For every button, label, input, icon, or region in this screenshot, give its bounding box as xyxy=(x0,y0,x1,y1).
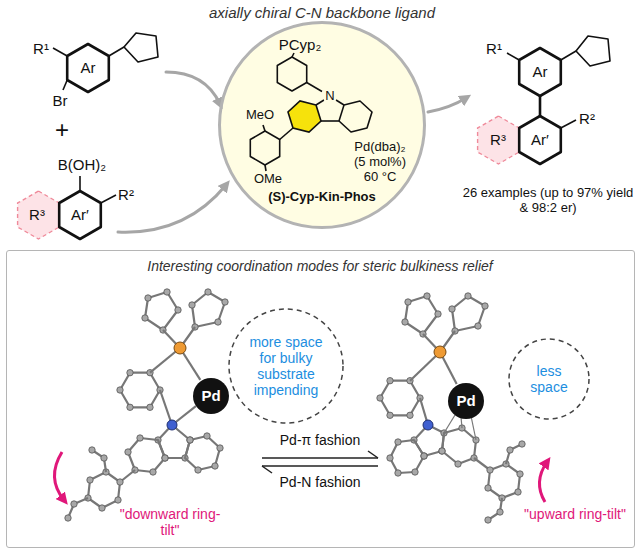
outline xyxy=(229,309,343,423)
ring-label: Ar xyxy=(533,63,548,80)
substituent-label: R² xyxy=(579,110,595,127)
substituent-label: R³ xyxy=(29,206,45,223)
equilibrium-label: Pd-N fashion xyxy=(280,474,361,490)
outline xyxy=(448,383,484,419)
methoxy-label: MeO xyxy=(246,108,274,123)
boronic-acid-label: B(OH)₂ xyxy=(58,156,106,173)
ring-label: Ar′ xyxy=(71,206,89,223)
substituent-label: R¹ xyxy=(33,40,49,57)
coordination-panel: Interesting coordination modes for steri… xyxy=(6,250,635,548)
equilibrium-label: Pd-π fashion xyxy=(280,432,360,448)
substituent-label: R² xyxy=(118,186,134,203)
phosphine-label: PCyp₂ xyxy=(279,36,322,53)
atom-symbol: Pd xyxy=(456,392,475,409)
space-circle: more space for bulky substrate impending xyxy=(228,308,344,424)
ring-label: Ar xyxy=(81,59,96,76)
atom-label: Br xyxy=(53,92,68,109)
figure-title: axially chiral C-N backbone ligand xyxy=(209,4,435,21)
tilt-note: "downward ring-tilt" xyxy=(115,506,225,538)
node-text: less space xyxy=(517,363,581,395)
tilt-note: "upward ring-tilt" xyxy=(520,506,630,522)
ligand-name: (S)-Cyp-Kin-Phos xyxy=(268,190,376,205)
catalyst-circle: (S)-Cyp-Kin-Phos Pd(dba)₂ (5 mol%) 60 °C xyxy=(218,21,426,229)
atom-label: N xyxy=(324,89,335,104)
outline xyxy=(509,339,589,419)
ring-label: Ar′ xyxy=(531,131,549,148)
scope-note: 26 examples (up to 97% yield & 98:2 er) xyxy=(462,186,634,216)
substituent-label: R³ xyxy=(490,131,506,148)
plus-sign: + xyxy=(55,116,69,144)
palladium-atom: Pd xyxy=(448,383,484,419)
atom-symbol: Pd xyxy=(201,387,220,404)
node-text: more space for bulky substrate impending xyxy=(244,334,328,398)
reaction-conditions: Pd(dba)₂ (5 mol%) 60 °C xyxy=(348,140,412,185)
panel-heading: Interesting coordination modes for steri… xyxy=(147,258,493,274)
substituent-label: R¹ xyxy=(486,40,502,57)
space-circle: less space xyxy=(508,338,590,420)
outline xyxy=(193,378,229,414)
methoxy-label: OMe xyxy=(254,172,282,187)
outline xyxy=(220,23,425,228)
palladium-atom: Pd xyxy=(193,378,229,414)
